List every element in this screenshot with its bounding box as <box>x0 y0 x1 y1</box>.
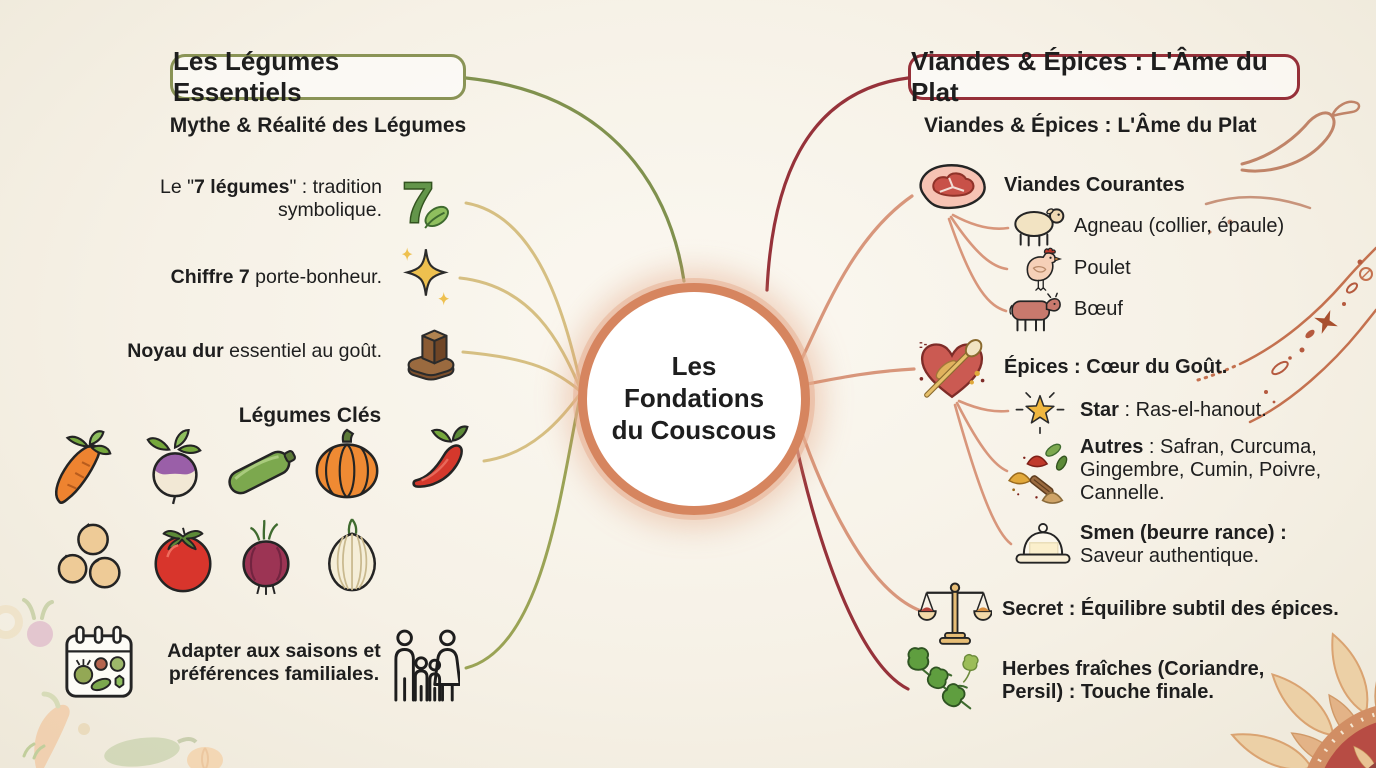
smen-text: Saveur authentique. <box>1080 545 1260 568</box>
zucchini-icon <box>222 436 304 502</box>
sparkle-icon <box>392 242 458 310</box>
herbs-item: Herbes fraîches (Coriandre, Persil) : To… <box>1002 658 1265 704</box>
lucky-seven-text: porte-bonheur. <box>249 266 382 288</box>
right-title-connector <box>765 76 910 292</box>
seven-vegetables-text: Le " <box>160 176 195 198</box>
cow-icon <box>1008 292 1064 333</box>
calendar-icon <box>62 624 136 706</box>
red-onion-icon <box>232 518 300 598</box>
chicken-icon <box>1020 246 1064 294</box>
fresh-herbs-icon <box>906 646 986 717</box>
carrot-icon <box>48 430 118 508</box>
meat-agneau: Agneau (collier, épaule) <box>1074 215 1285 237</box>
heart-spoon-icon <box>914 332 990 404</box>
noyau-dur-text: essentiel au goût. <box>223 340 382 362</box>
spices-heading: Épices : Cœur du Goût. <box>1004 356 1228 378</box>
smen-item: Smen (beurre rance) : Saveur authentique… <box>1080 522 1326 568</box>
lucky-seven-item: Chiffre 7 porte-bonheur. <box>90 266 382 289</box>
spice-star-item: Star : Ras-el-hanout. <box>1080 399 1267 422</box>
central-node-line: du Couscous <box>611 414 777 445</box>
chickpeas-icon <box>54 520 136 598</box>
seven-vegetables-bold: 7 légumes <box>194 176 290 198</box>
meat-poulet: Poulet <box>1074 257 1131 279</box>
spice-piles-icon <box>1006 438 1070 505</box>
pumpkin-icon <box>310 428 384 502</box>
stone-cube-icon <box>400 320 462 386</box>
watercolor-vegetables-decoration <box>0 598 223 768</box>
smen-bold: Smen (beurre rance) : <box>1080 522 1287 544</box>
seven-vegetables-text: " : tradition symbolique. <box>277 176 382 221</box>
seven-leaf-icon: 7 <box>398 166 460 234</box>
chili-sketch-decoration <box>1204 100 1361 234</box>
steak-icon <box>912 156 990 222</box>
star-icon <box>1012 386 1068 436</box>
left-branch-title: Les Légumes Essentiels <box>170 46 466 107</box>
right-branch-subtitle: Viandes & Épices : L'Âme du Plat <box>924 114 1257 137</box>
right-branch-title-label: Viandes & Épices : L'Âme du Plat <box>911 46 1268 107</box>
spice-autres-bold: Autres <box>1080 436 1144 458</box>
turnip-icon <box>140 428 210 506</box>
white-onion-icon <box>318 518 388 600</box>
spice-swirl-decoration <box>1196 246 1376 424</box>
seven-vegetables-item: Le "7 légumes" : tradition symbolique. <box>120 176 382 221</box>
spice-autres-item: Autres : Safran, Curcuma, Gingembre, Cum… <box>1080 436 1332 506</box>
left-title-connector <box>464 76 686 283</box>
red-chili-icon <box>408 422 482 500</box>
noyau-dur-item: Noyau dur essentiel au goût. <box>80 340 382 363</box>
central-node-line: Fondations <box>623 383 765 414</box>
right-branch-title: Viandes & Épices : L'Âme du Plat <box>908 46 1300 107</box>
tomato-icon <box>146 520 220 596</box>
secret-item: Secret : Équilibre subtil des épices. <box>1002 598 1339 620</box>
noyau-dur-bold: Noyau dur <box>127 340 224 362</box>
central-node-line: Les <box>671 351 717 382</box>
key-vegetables-heading: Légumes Clés <box>238 404 382 427</box>
meats-heading: Viandes Courantes <box>1004 174 1185 196</box>
balance-scale-icon <box>918 576 992 648</box>
family-icon <box>392 628 460 706</box>
central-node: Les Fondations du Couscous <box>578 283 810 515</box>
spice-star-bold: Star <box>1080 399 1119 421</box>
adapt-seasons-item: Adapter aux saisons et préférences famil… <box>167 640 381 685</box>
butter-dish-icon <box>1012 516 1074 571</box>
mandala-decoration <box>1226 628 1376 768</box>
spice-autres-text: : Safran, Curcuma, Gingembre, Cumin, Poi… <box>1080 436 1322 505</box>
lucky-seven-bold: Chiffre 7 <box>170 266 250 288</box>
sheep-icon <box>1010 204 1066 248</box>
meat-boeuf: Bœuf <box>1074 298 1123 320</box>
spice-star-text: : Ras-el-hanout. <box>1118 399 1267 421</box>
left-branch-title-label: Les Légumes Essentiels <box>173 46 340 107</box>
left-branch-subtitle: Mythe & Réalité des Légumes <box>169 114 467 137</box>
